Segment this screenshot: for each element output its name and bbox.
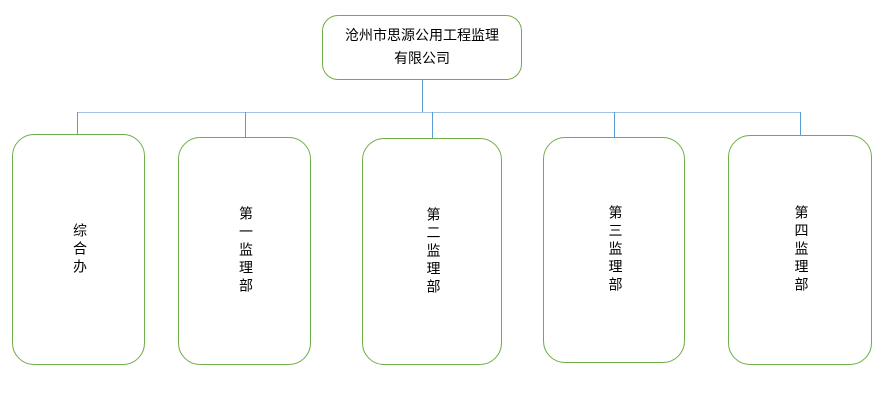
org-node-child-4-label: 第三监理部 bbox=[606, 205, 623, 295]
org-node-child-4[interactable]: 第三监理部 bbox=[543, 137, 685, 363]
org-node-child-1[interactable]: 综合办 bbox=[12, 134, 145, 365]
connector-drop-5 bbox=[800, 112, 801, 135]
org-node-child-2-label: 第一监理部 bbox=[237, 206, 253, 296]
org-node-child-3[interactable]: 第二监理部 bbox=[362, 138, 502, 365]
org-node-child-2[interactable]: 第一监理部 bbox=[178, 137, 311, 365]
connector-drop-4 bbox=[614, 112, 615, 137]
org-node-root-label: 沧州市思源公用工程监理 有限公司 bbox=[345, 27, 499, 67]
connector-drop-3 bbox=[432, 112, 433, 138]
connector-drop-1 bbox=[77, 112, 78, 134]
org-node-child-5-label: 第四监理部 bbox=[792, 205, 809, 295]
org-node-child-5[interactable]: 第四监理部 bbox=[728, 135, 872, 365]
org-node-child-1-label: 综合办 bbox=[71, 222, 87, 277]
org-node-root[interactable]: 沧州市思源公用工程监理 有限公司 bbox=[322, 15, 522, 80]
connector-horizontal-bus bbox=[77, 112, 800, 113]
org-node-child-3-label: 第二监理部 bbox=[424, 206, 441, 297]
connector-root-stem bbox=[422, 80, 423, 113]
connector-drop-2 bbox=[245, 112, 246, 137]
